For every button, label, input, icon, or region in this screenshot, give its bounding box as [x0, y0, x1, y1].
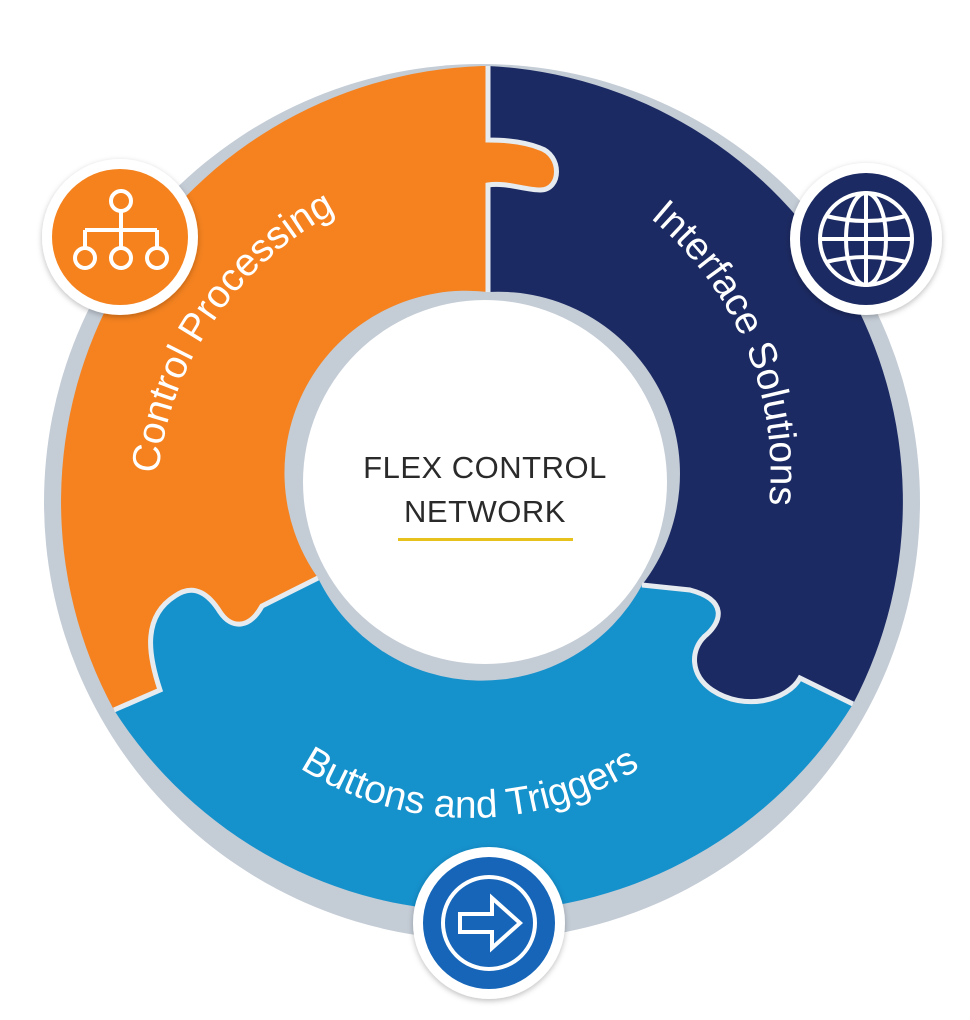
segment-buttons-and-triggers[interactable]: [114, 578, 853, 912]
center-hub: [303, 300, 667, 664]
globe-icon: [818, 191, 914, 287]
segment-seams: [113, 66, 855, 713]
badge-buttons-and-triggers: [413, 847, 565, 999]
center-title-line1: FLEX CONTROL: [363, 450, 607, 485]
arrow-right-icon: [441, 875, 537, 971]
network-hierarchy-icon: [73, 189, 169, 270]
center-underline: [398, 538, 573, 541]
center-title-line2: NETWORK: [404, 494, 566, 529]
